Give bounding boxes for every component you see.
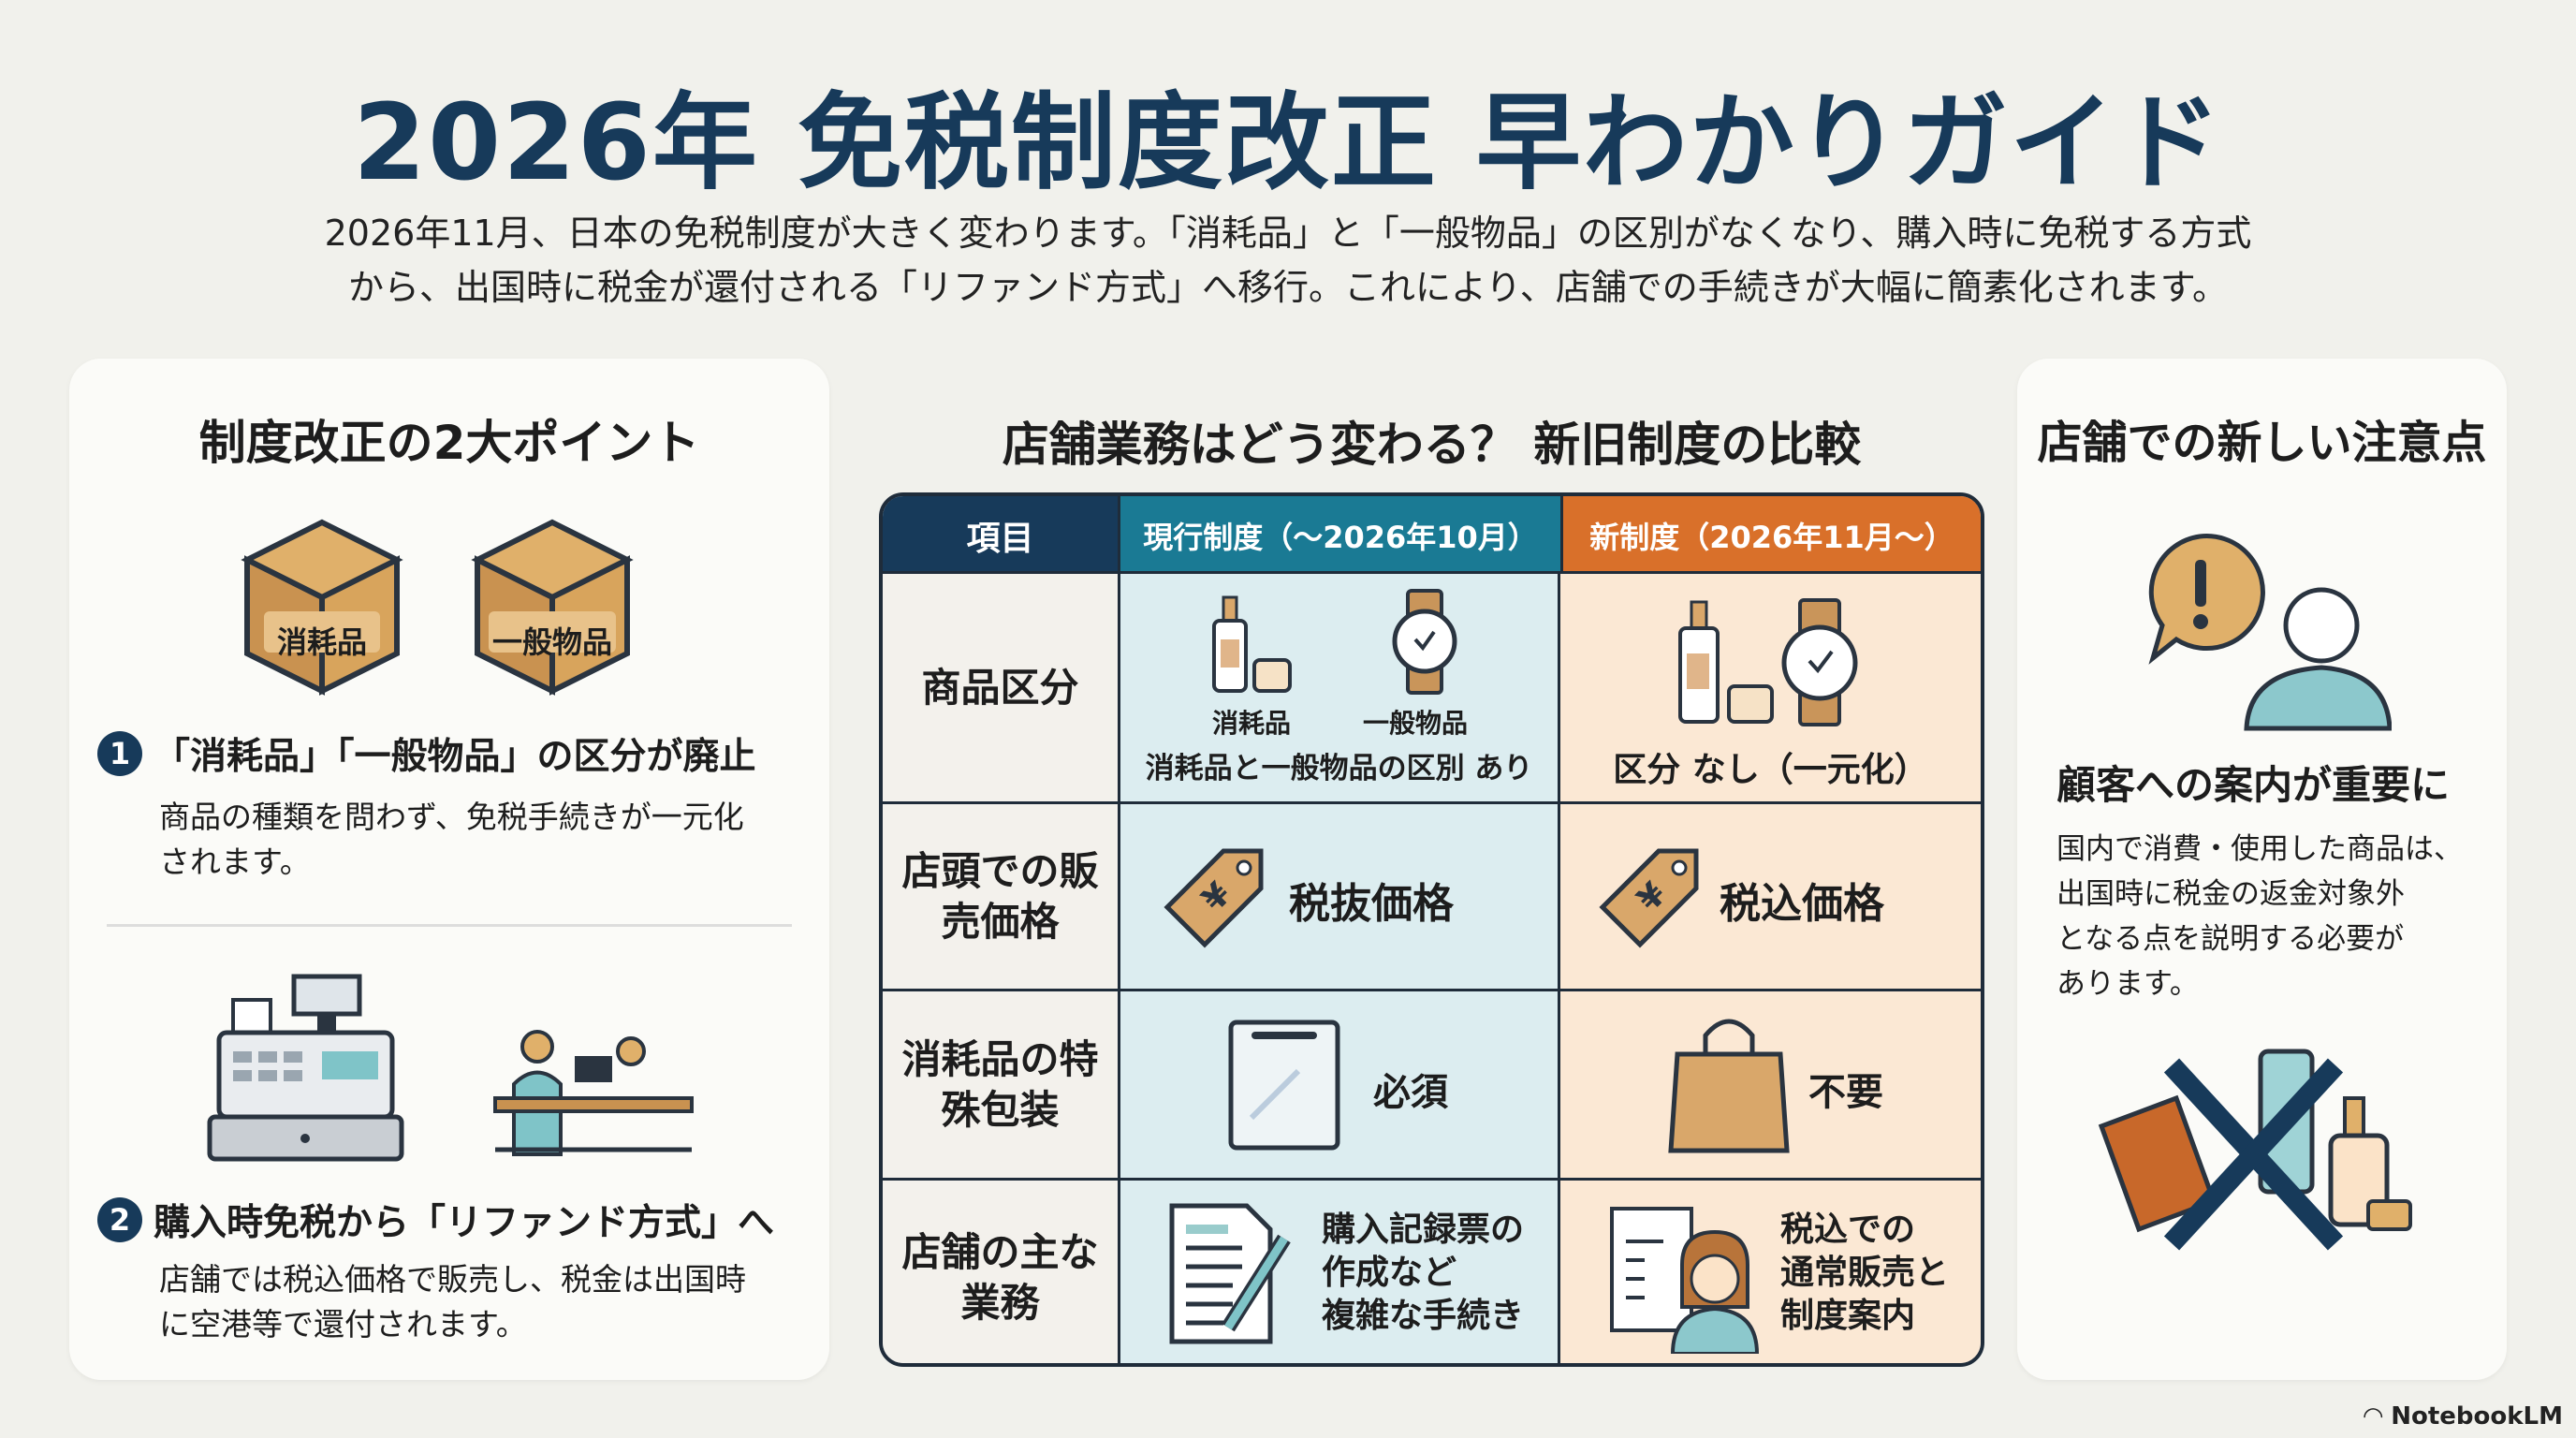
row-label: 店舗の主な業務 — [883, 1181, 1118, 1363]
current-tasks-line: 購入記録票の — [1322, 1211, 1525, 1249]
notes-heading: 店舗での新しい注意点 — [2037, 417, 2487, 469]
key-points-heading: 制度改正の2大ポイント — [198, 416, 700, 470]
notes-desc-line: 国内で消費・使用した商品は、 — [2056, 832, 2463, 866]
price-tag-icon: ¥ — [1164, 848, 1264, 948]
page-title: 2026年 免税制度改正 早わかりガイド — [353, 82, 2223, 204]
current-packaging: 必須 — [1373, 1071, 1448, 1114]
notes-card: 店舗での新しい注意点 顧客への案内が重要に 国内で消費・使用した商品は、 出国時… — [2017, 359, 2507, 1380]
divider — [107, 924, 792, 927]
notes-desc-line: あります。 — [2056, 967, 2199, 1001]
row-label: 商品区分 — [883, 574, 1118, 801]
new-tasks-line: 制度案内 — [1780, 1297, 1916, 1335]
new-classification: 区分 なし（一元化） — [1613, 751, 1928, 789]
point-2-desc-line: 店舗では税込価格で販売し、税金は出国時 — [159, 1261, 746, 1298]
point-2-desc: 店舗では税込価格で販売し、税金は出国時 に空港等で還付されます。 — [159, 1257, 746, 1347]
current-tasks: 購入記録票の 作成など 複雑な手続き — [1322, 1209, 1524, 1338]
point-1-number: 1 — [97, 731, 142, 776]
new-cell: 税込での 通常販売と 制度案内 — [1558, 1181, 1981, 1363]
new-packaging: 不要 — [1808, 1071, 1883, 1114]
notebooklm-watermark: ◠ NotebookLM — [2364, 1402, 2563, 1431]
sealed-bag-icon — [1228, 1020, 1340, 1151]
new-cell: 不要 — [1558, 991, 1981, 1178]
row-label: 店頭での販売価格 — [883, 804, 1118, 989]
table-row: 店舗の主な業務 購入記録票の 作成など 複雑な手続き 税込での 通常販売と 制度… — [883, 1178, 1981, 1363]
current-cell: ¥ 税抜価格 — [1118, 804, 1558, 989]
new-price: 税込価格 — [1720, 880, 1884, 928]
intro-line-1: 2026年11月、日本の免税制度が大きく変わります。「消耗品」と「一般物品」の区… — [324, 213, 2252, 254]
point-1-title: 1 「消耗品」「一般物品」の区分が廃止 — [97, 727, 756, 780]
intro-line-2: から、出国時に税金が還付される「リファンド方式」へ移行。これにより、店舗での手続… — [348, 267, 2228, 308]
current-cell: 購入記録票の 作成など 複雑な手続き — [1118, 1181, 1558, 1363]
notes-desc-line: となる点を説明する必要が — [2056, 922, 2405, 956]
current-cell: 必須 — [1118, 991, 1558, 1178]
box-label-general: 一般物品 — [491, 624, 612, 660]
receipt-staff-icon — [1610, 1207, 1760, 1354]
box-label-consumables: 消耗品 — [276, 624, 367, 660]
current-cell: 消耗品 一般物品 消耗品と一般物品の区別 あり — [1118, 574, 1558, 801]
row-label: 消耗品の特殊包装 — [883, 991, 1118, 1178]
comparison-heading: 店舗業務はどう変わる？ 新旧制度の比較 — [1002, 418, 1862, 472]
new-cell: 区分 なし（一元化） — [1558, 574, 1981, 801]
new-tasks-line: 税込での — [1780, 1211, 1916, 1249]
box-general-icon — [471, 519, 634, 696]
document-pen-icon — [1169, 1203, 1291, 1344]
point-2-title: 2 購入時免税から「リファンド方式」へ — [97, 1194, 774, 1246]
comparison-table: 項目 現行制度（〜2026年10月） 新制度（2026年11月〜） 商品区分 消… — [879, 492, 1984, 1367]
point-1-desc-line: されます。 — [159, 844, 311, 880]
box-consumables-icon — [241, 519, 403, 696]
consumed-goods-excluded-icon — [2098, 1049, 2412, 1251]
watermark-text: NotebookLM — [2391, 1402, 2563, 1431]
point-2-number: 2 — [97, 1197, 142, 1242]
customer-alert-icon — [2148, 534, 2392, 731]
consumables-label: 消耗品 — [1211, 708, 1291, 739]
general-goods-label: 一般物品 — [1362, 708, 1468, 739]
new-cell: ¥ 税込価格 — [1558, 804, 1981, 989]
current-tasks-line: 複雑な手続き — [1322, 1297, 1525, 1335]
price-tag-icon: ¥ — [1599, 848, 1699, 948]
table-row: 消耗品の特殊包装 必須 不要 — [883, 989, 1981, 1178]
counter-staff-icon — [493, 1030, 694, 1156]
key-points-card: 制度改正の2大ポイント 消耗品 一般物品 1 「消耗品」「一般物品」の区分が廃止… — [69, 359, 829, 1380]
point-1-desc-line: 商品の種類を問わず、免税手続きが一元化 — [159, 799, 744, 835]
current-tasks-line: 作成など — [1322, 1254, 1457, 1292]
table-row: 店頭での販売価格 ¥ 税抜価格 ¥ 税込価格 — [883, 801, 1981, 989]
new-tasks-line: 通常販売と — [1780, 1254, 1950, 1292]
new-tasks: 税込での 通常販売と 制度案内 — [1780, 1209, 1949, 1338]
point-2-desc-line: に空港等で還付されます。 — [159, 1306, 527, 1343]
point-1-desc: 商品の種類を問わず、免税手続きが一元化 されます。 — [159, 795, 744, 885]
current-classification: 消耗品と一般物品の区別 あり — [1145, 752, 1533, 785]
current-price: 税抜価格 — [1289, 880, 1454, 928]
watch-icon — [1392, 589, 1457, 695]
notes-desc: 国内で消費・使用した商品は、 出国時に税金の返金対象外 となる点を説明する必要が… — [2056, 827, 2463, 1006]
point-1-text: 「消耗品」「一般物品」の区分が廃止 — [154, 736, 756, 778]
table-row: 商品区分 消耗品 一般物品 消耗品と一般物品の区別 あり 区分 なし（一元化） — [883, 571, 1981, 801]
cosmetics-and-watch-icon — [1678, 598, 1858, 726]
notes-desc-line: 出国時に税金の返金対象外 — [2056, 877, 2405, 911]
shopping-bag-icon — [1668, 1019, 1790, 1153]
header-item: 項目 — [883, 496, 1118, 574]
cash-register-icon — [207, 974, 404, 1162]
point-2-text: 購入時免税から「リファンド方式」へ — [154, 1202, 775, 1244]
notes-subheading: 顧客への案内が重要に — [2056, 762, 2451, 808]
header-current: 現行制度（〜2026年10月） — [1118, 496, 1560, 574]
header-new: 新制度（2026年11月〜） — [1560, 496, 1981, 574]
table-header: 項目 現行制度（〜2026年10月） 新制度（2026年11月〜） — [883, 496, 1981, 574]
cosmetics-icon — [1212, 595, 1292, 693]
